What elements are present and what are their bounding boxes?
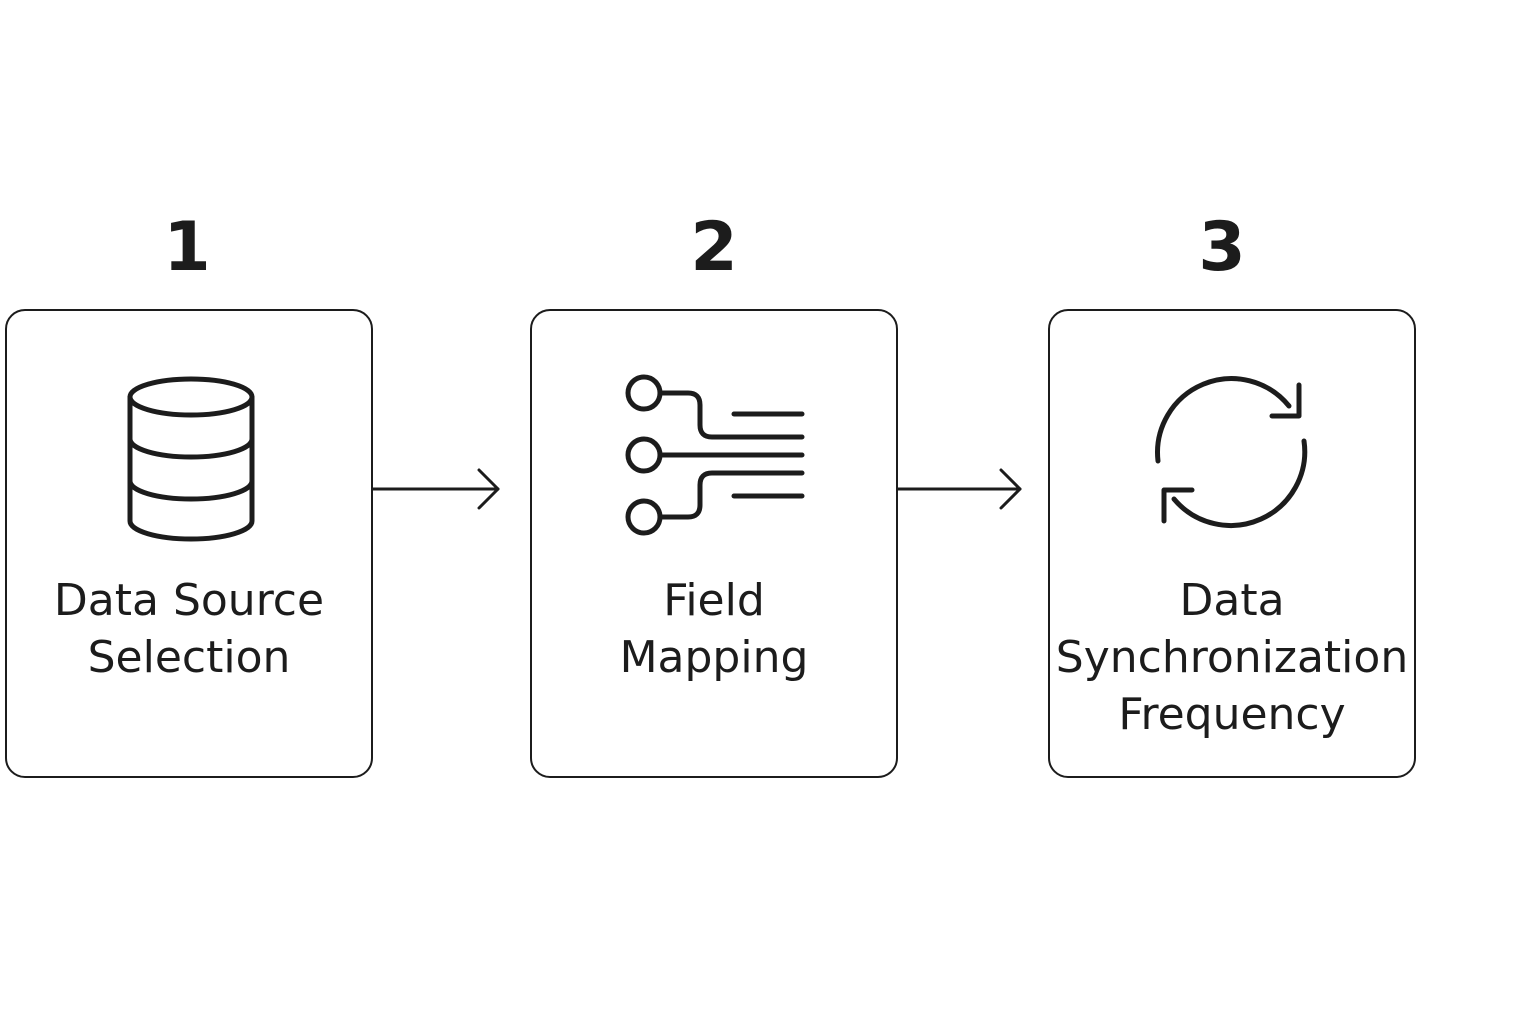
step-3-label-line-3: Frequency [1118,689,1346,740]
field-mapping-icon [624,373,814,543]
step-3-label: Data Synchronization Frequency [1050,572,1414,743]
step-2-label-line-2: Mapping [619,632,809,683]
step-2-label: Field Mapping [532,572,896,686]
step-2-number: 2 [690,208,738,287]
step-1-label: Data Source Selection [7,572,371,686]
step-1-box: Data Source Selection [5,309,373,778]
step-3-number: 3 [1198,208,1246,287]
step-3-box: Data Synchronization Frequency [1048,309,1416,778]
step-2-label-line-1: Field [663,575,765,626]
step-3-label-line-2: Synchronization [1055,632,1409,683]
step-1-label-line-2: Selection [87,632,291,683]
database-icon [125,375,257,545]
sync-icon [1152,371,1312,536]
arrow-step-2-to-3 [896,466,1028,512]
step-1-number: 1 [163,208,211,287]
step-2-box: Field Mapping [530,309,898,778]
step-3-label-line-1: Data [1179,575,1285,626]
step-1-label-line-1: Data Source [53,575,325,626]
arrow-step-1-to-2 [371,466,503,512]
